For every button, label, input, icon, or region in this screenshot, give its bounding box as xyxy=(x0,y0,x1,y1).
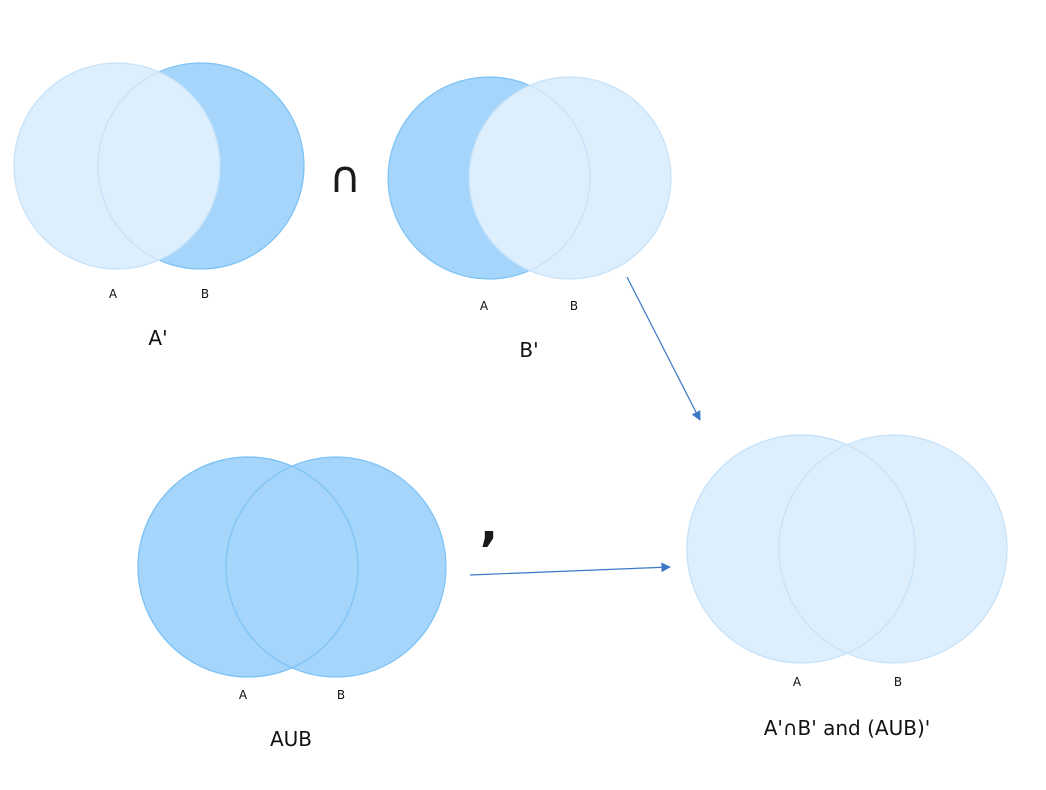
result-caption: A'∩B' and (AUB)' xyxy=(764,716,931,740)
set-a-label: A xyxy=(480,299,489,313)
set-b-label: B xyxy=(894,675,902,689)
set-b-circle xyxy=(225,456,447,678)
set-b-label: B xyxy=(201,287,209,301)
intersection-symbol: ∩ xyxy=(329,152,361,203)
a-union-b-caption: AUB xyxy=(270,727,312,751)
result-venn: A B A'∩B' and (AUB)' xyxy=(686,434,1008,740)
set-a-outline xyxy=(686,434,916,664)
set-b-label: B xyxy=(570,299,578,313)
arrow-to-result-from-union xyxy=(469,562,671,576)
set-a-circle xyxy=(13,62,221,270)
set-a-label: A xyxy=(109,287,118,301)
arrow-to-result-from-b-complement xyxy=(626,276,701,421)
b-complement-caption: B' xyxy=(519,338,538,362)
set-b-circle xyxy=(468,76,672,280)
set-b-label: B xyxy=(337,688,345,702)
set-b-circle xyxy=(778,434,1008,664)
a-complement-venn: A B A' xyxy=(13,62,305,350)
set-a-label: A xyxy=(793,675,802,689)
set-a-outline xyxy=(137,456,359,678)
set-a-label: A xyxy=(239,688,248,702)
set-a-outline xyxy=(469,77,591,279)
b-complement-venn: A B B' xyxy=(387,76,672,362)
a-complement-caption: A' xyxy=(148,326,167,350)
comma-separator: , xyxy=(480,496,498,552)
a-union-b-venn: A B AUB xyxy=(137,456,447,751)
set-b-outline xyxy=(97,63,220,269)
